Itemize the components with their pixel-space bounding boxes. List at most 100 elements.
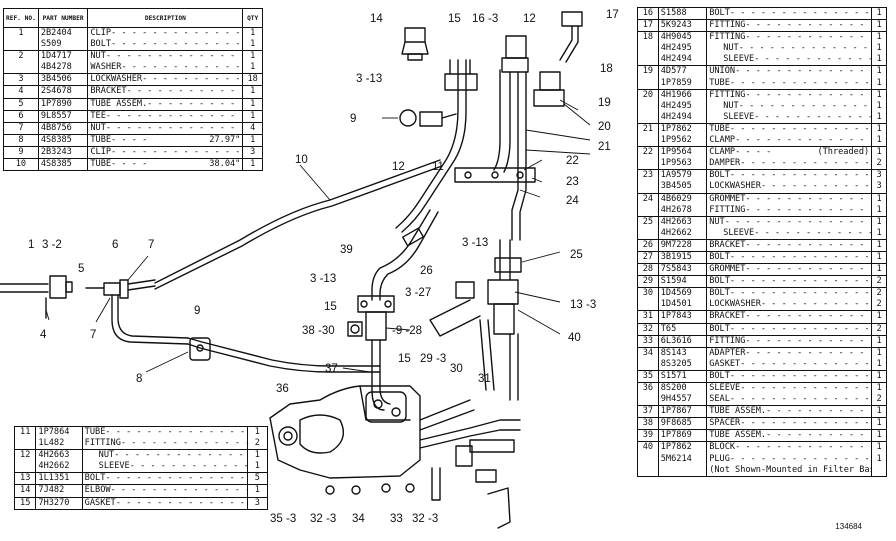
- part-number: 8S200: [658, 382, 708, 395]
- part-number: 9L8557: [38, 109, 89, 123]
- quantity: 1: [876, 358, 882, 369]
- callout-40: 40: [568, 332, 581, 344]
- callout-33: 33: [390, 513, 403, 525]
- ref-number: 28: [638, 263, 659, 276]
- description: NUT- - - - - - - - - - - - - - - - - - -…: [706, 43, 873, 55]
- description: TUBE ASSEM.- - - - - - - - - - - - - - -…: [706, 405, 873, 418]
- part-number: 1P9562: [658, 135, 708, 147]
- description: FITTING- - - - - - - - - - - - - - - - -…: [706, 88, 873, 101]
- callout-10: 10: [295, 154, 308, 166]
- quantity: 1: [247, 484, 267, 498]
- part-number: 4H2663: [658, 215, 708, 228]
- leader-dots: - - - - - - - - - - - - - - - - - - - - …: [105, 51, 242, 62]
- description-text: GROMMET: [709, 264, 746, 275]
- leader-dots: - - - - - - - - - - - - - - - - - - - - …: [729, 8, 871, 18]
- col-part-header: PART NUMBER: [38, 9, 89, 28]
- callout-32-3b: 32 -3: [412, 513, 438, 525]
- col-ref-header: REF. NO.: [4, 9, 39, 28]
- callout-15b: 15: [324, 301, 337, 313]
- callout-36: 36: [276, 383, 289, 395]
- quantity: 1: [871, 369, 886, 383]
- callout-7: 7: [148, 239, 154, 251]
- callout-20: 20: [598, 121, 611, 133]
- description-text: PLUG: [709, 453, 730, 464]
- callout-3-13b: 3 -13: [462, 237, 488, 249]
- leader-dots: - - - - - - - - - - - - - - - - - - - - …: [729, 394, 871, 405]
- description: ADAPTER- - - - - - - - - - - - - - - - -…: [706, 346, 873, 359]
- ref-number: 9: [4, 145, 39, 159]
- ref-number: 38: [638, 417, 659, 430]
- leader-dots: - - - - - - - - - - - - - - - - - - - - …: [735, 442, 871, 453]
- description: BRACKET- - - - - - - - - - - - - - - - -…: [706, 310, 873, 324]
- quantity: 3: [876, 181, 882, 192]
- quantity: 2: [254, 438, 260, 449]
- quantity: 1: [250, 39, 256, 50]
- ref-number: [638, 158, 659, 170]
- ref-number: [638, 54, 659, 66]
- leader-dots: - - - - - - - - - - - - - - - - - - - - …: [740, 418, 870, 429]
- description: TEE- - - - - - - - - - - - - - - - - - -…: [87, 109, 244, 123]
- description: BLOCK- - - - - - - - - - - - - - - - - -…: [706, 441, 873, 454]
- leader-dots: - - - - - - - - - - - - - - - - - - - - …: [111, 28, 242, 38]
- callout-9-28: -9 -28: [392, 325, 422, 337]
- part-number: 4S8385: [38, 158, 89, 171]
- description: UNION- - - - - - - - - - - - - - - - - -…: [706, 65, 873, 78]
- quantity: 1: [242, 109, 262, 123]
- part-number: S1588: [658, 8, 708, 20]
- ref-number: 18: [638, 31, 659, 44]
- description: GROMMET- - - - - - - - - - - - - - - - -…: [706, 263, 873, 276]
- leader-dots: - - - - - - - - - - - - - - - - - - - - …: [729, 453, 871, 464]
- part-number: 4H2494: [658, 111, 708, 124]
- callout-13-3: 13 -3: [570, 299, 596, 311]
- part-number: 4S8385: [38, 133, 89, 147]
- callout-19: 19: [598, 97, 611, 109]
- quantity: 18: [242, 73, 262, 86]
- ref-number: 26: [638, 238, 659, 252]
- ref-number: 25: [638, 215, 659, 228]
- leader-dots: - - - - - - - - - - - - - - - - - - - - …: [729, 323, 871, 334]
- part-number: 4D577: [658, 65, 708, 78]
- part-number: 4H2662: [658, 227, 708, 240]
- description: TUBE- - - - - - - - - - - - - - - - - - …: [87, 158, 244, 171]
- part-number: 3B4506: [38, 73, 89, 86]
- callout-22: 22: [566, 155, 579, 167]
- description: LOCKWASHER- - - - - - - - - - - - - - - …: [706, 181, 873, 193]
- part-number: 1L1351: [35, 472, 83, 485]
- callout-24: 24: [566, 195, 579, 207]
- leader-dots: - - - - - - - - - - - - - - - - - - - - …: [754, 111, 870, 122]
- description: BOLT- - - - - - - - - - - - - - - - - - …: [706, 287, 873, 300]
- leader-dots: - - - - - - - - - - - - - - - - - - - - …: [745, 20, 870, 31]
- leader-dots: - - - - - - - - - - - - - - - - - - - - …: [745, 204, 870, 215]
- callout-12b: 12: [392, 161, 405, 173]
- part-number: T65: [658, 322, 708, 336]
- quantity: 1: [876, 8, 882, 18]
- description: BOLT- - - - - - - - - - - - - - - - - - …: [706, 169, 873, 182]
- ref-number: 35: [638, 369, 659, 383]
- ref-number: 34: [638, 346, 659, 359]
- part-number: 4B4278: [38, 62, 89, 74]
- callout-39: 39: [340, 244, 353, 256]
- quantity: 1: [242, 133, 262, 147]
- description-text: BOLT: [709, 251, 730, 262]
- leader-dots: - - - - - - - - - - - - - - - - - - - - …: [740, 158, 870, 169]
- quantity: 1: [254, 427, 260, 437]
- description: SLEEVE- - - - - - - - - - - - - - - - - …: [706, 382, 873, 395]
- description: NUT- - - - - - - - - - - - - - - - - - -…: [87, 50, 244, 63]
- quantity: 2: [871, 322, 886, 336]
- part-number: 2B2404: [38, 27, 89, 40]
- description-text: LOCKWASHER: [709, 181, 761, 192]
- callout-30: 30: [450, 363, 463, 375]
- ref-number: 37: [638, 405, 659, 418]
- description: (Not Shown-Mounted in Filter Base): [706, 464, 873, 476]
